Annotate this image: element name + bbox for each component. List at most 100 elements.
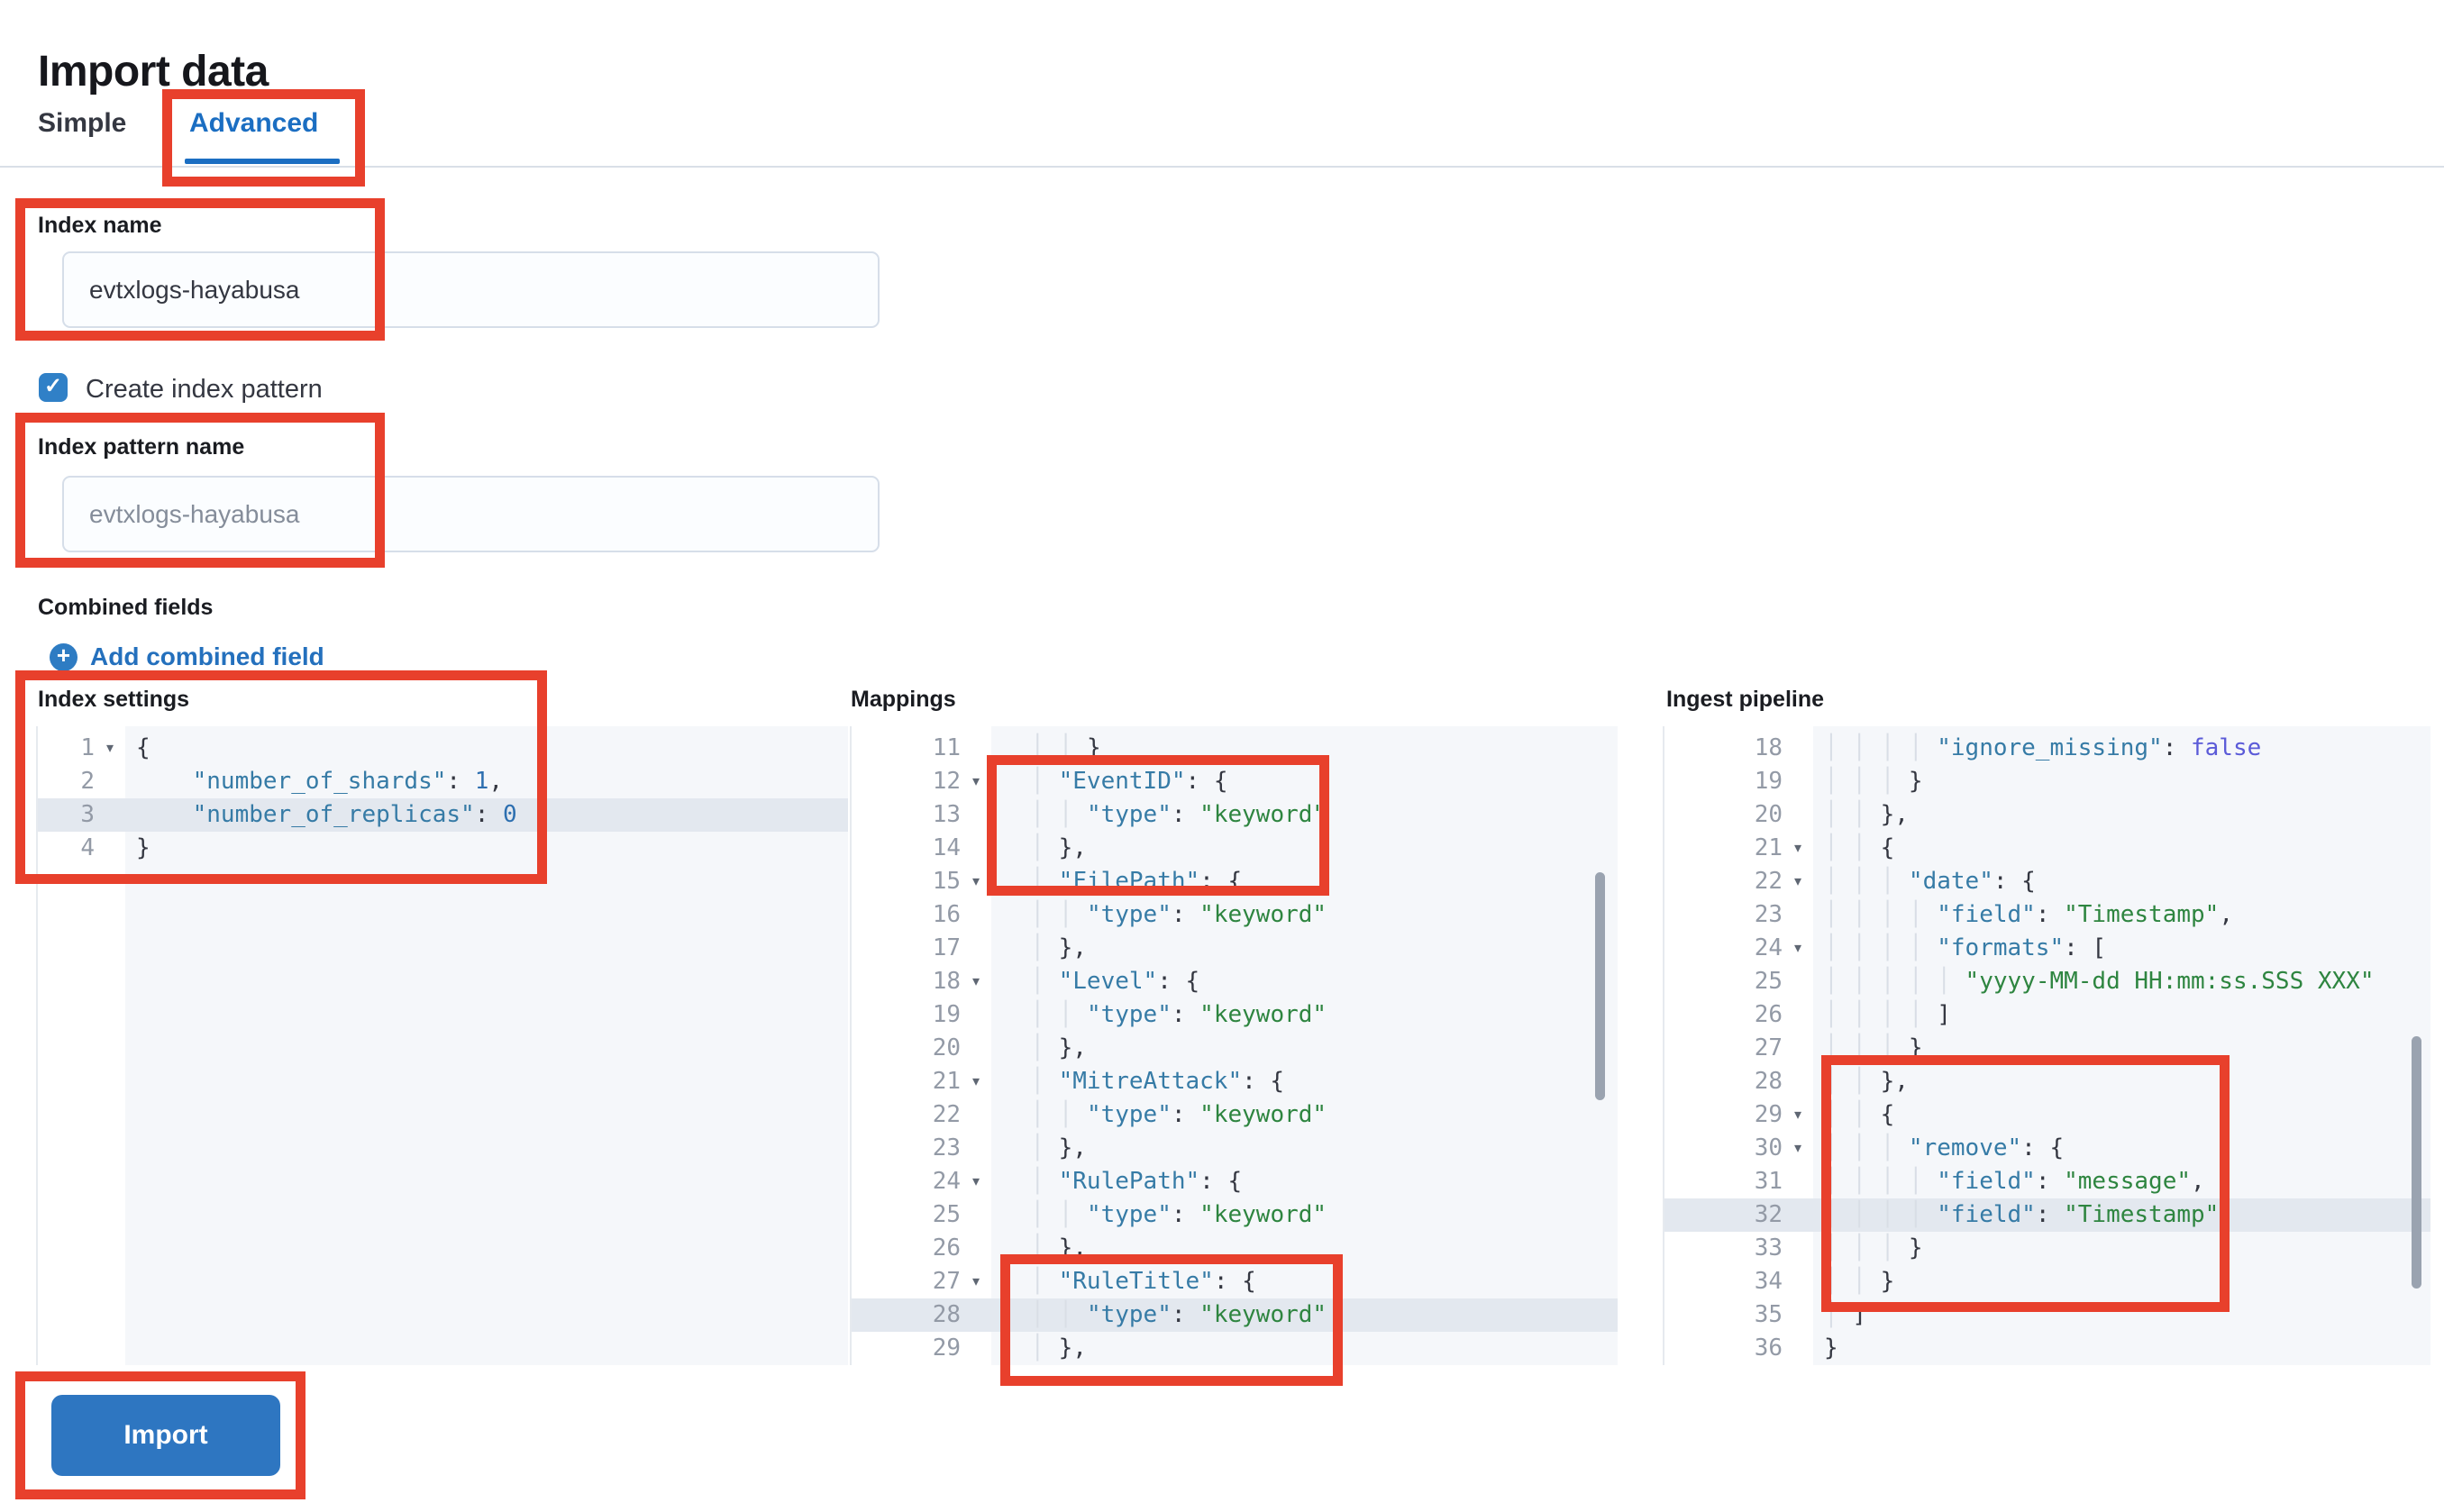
code-text: │ │ }, [1824,801,1909,828]
code-line[interactable]: 16 │ │ "type": "keyword" [852,898,1618,932]
line-number: 25 [932,1201,961,1228]
code-line[interactable]: 33│ │ │ } [1664,1232,2430,1265]
fold-arrow-icon[interactable]: ▾ [1793,1141,1802,1156]
code-line[interactable]: 30▾│ │ │ "remove": { [1664,1132,2430,1165]
code-line[interactable]: 4} [38,832,848,865]
code-line[interactable]: 14 │ }, [852,832,1618,865]
code-line[interactable]: 27│ │ │ } [1664,1032,2430,1065]
code-line[interactable]: 23│ │ │ │ "field": "Timestamp", [1664,898,2430,932]
mappings-label: Mappings [851,687,956,712]
fold-arrow-empty [1783,765,1813,798]
fold-arrow-icon[interactable]: ▾ [105,741,114,756]
code-line[interactable]: 36} [1664,1332,2430,1365]
code-line[interactable]: 2 "number_of_shards": 1, [38,765,848,798]
line-number: 11 [932,734,961,761]
mappings-editor[interactable]: 11 │ │ }12▾ │ "EventID": {13 │ │ "type":… [850,726,1618,1365]
line-number: 20 [932,1034,961,1061]
vertical-scrollbar[interactable] [2412,1036,2421,1289]
code-line[interactable]: 27▾ │ "RuleTitle": { [852,1265,1618,1298]
code-line[interactable]: 29▾│ │ { [1664,1098,2430,1132]
line-number: 30 [1754,1134,1783,1161]
code-line[interactable]: 25 │ │ "type": "keyword" [852,1198,1618,1232]
code-line[interactable]: 34│ │ } [1664,1265,2430,1298]
code-text: │ │ }, [1824,1068,1909,1095]
fold-arrow-icon[interactable]: ▾ [971,774,980,789]
code-line[interactable]: 29 │ }, [852,1332,1618,1365]
fold-arrow-icon[interactable]: ▾ [971,1174,980,1189]
code-text: │ "Level": { [1030,968,1200,995]
code-line[interactable]: 28│ │ }, [1664,1065,2430,1098]
code-text: } [136,834,150,861]
line-number: 29 [932,1334,961,1362]
create-index-pattern-checkbox[interactable]: ✓ [39,373,68,402]
code-line[interactable]: 19 │ │ "type": "keyword" [852,998,1618,1032]
tab-advanced[interactable]: Advanced [189,108,319,138]
import-button[interactable]: Import [51,1395,280,1476]
code-text: │ │ "type": "keyword" [1030,1101,1327,1128]
code-line[interactable]: 22 │ │ "type": "keyword" [852,1098,1618,1132]
index-pattern-name-input[interactable] [62,476,880,552]
code-line[interactable]: 24▾│ │ │ │ "formats": [ [1664,932,2430,965]
fold-arrow-icon[interactable]: ▾ [1793,874,1802,889]
index-name-label: Index name [38,213,162,238]
index-name-input[interactable] [62,251,880,328]
fold-arrow-icon[interactable]: ▾ [971,1274,980,1289]
tab-simple[interactable]: Simple [38,108,127,138]
code-line[interactable]: 15▾ │ "FilePath": { [852,865,1618,898]
fold-arrow-empty [961,1332,991,1365]
code-line[interactable]: 25│ │ │ │ │ "yyyy-MM-dd HH:mm:ss.SSS XXX… [1664,965,2430,998]
fold-arrow-icon[interactable]: ▾ [1793,1107,1802,1123]
code-text: │ │ │ } [1824,768,1923,795]
code-line[interactable]: 11 │ │ } [852,732,1618,765]
code-line[interactable]: 13 │ │ "type": "keyword" [852,798,1618,832]
line-number: 26 [1754,1001,1783,1028]
code-line[interactable]: 18▾ │ "Level": { [852,965,1618,998]
code-line[interactable]: 3 "number_of_replicas": 0 [38,798,848,832]
fold-arrow-empty [1783,1298,1813,1332]
code-line[interactable]: 17 │ }, [852,932,1618,965]
code-line[interactable]: 23 │ }, [852,1132,1618,1165]
line-number: 1 [80,734,95,761]
code-text: } [1824,1334,1838,1362]
fold-arrow-icon[interactable]: ▾ [971,1074,980,1089]
code-line[interactable]: 22▾│ │ │ "date": { [1664,865,2430,898]
code-text: │ │ "type": "keyword" [1030,1001,1327,1028]
code-line[interactable]: 31│ │ │ │ "field": "message", [1664,1165,2430,1198]
code-text: │ │ "type": "keyword" [1030,1201,1327,1228]
fold-arrow-icon[interactable]: ▾ [971,974,980,989]
plus-in-circle-icon: + [50,642,78,671]
code-line[interactable]: 24▾ │ "RulePath": { [852,1165,1618,1198]
code-line[interactable]: 21▾│ │ { [1664,832,2430,865]
line-number: 21 [932,1068,961,1095]
code-line[interactable]: 26│ │ │ │ ] [1664,998,2430,1032]
create-index-pattern-label: Create index pattern [86,375,323,404]
add-combined-field-link[interactable]: + Add combined field [50,642,324,671]
code-line[interactable]: 28 │ │ "type": "keyword" [852,1298,1618,1332]
fold-arrow-icon[interactable]: ▾ [1793,841,1802,856]
code-line[interactable]: 1▾{ [38,732,848,765]
fold-arrow-empty [961,1098,991,1132]
code-line[interactable]: 12▾ │ "EventID": { [852,765,1618,798]
code-line[interactable]: 18│ │ │ │ "ignore_missing": false [1664,732,2430,765]
code-text: │ │ "type": "keyword" [1030,901,1327,928]
fold-arrow-empty [1783,1032,1813,1065]
code-line[interactable]: 32│ │ │ │ "field": "Timestamp" [1664,1198,2430,1232]
code-line[interactable]: 26 │ }, [852,1232,1618,1265]
vertical-scrollbar[interactable] [1595,872,1605,1100]
code-line[interactable]: 35│ ] [1664,1298,2430,1332]
line-number: 15 [932,868,961,895]
code-line[interactable]: 21▾ │ "MitreAttack": { [852,1065,1618,1098]
fold-arrow-icon[interactable]: ▾ [1793,941,1802,956]
fold-arrow-empty [1783,998,1813,1032]
code-line[interactable]: 20│ │ }, [1664,798,2430,832]
index-settings-editor[interactable]: 1▾{2 "number_of_shards": 1,3 "number_of_… [36,726,848,1365]
code-line[interactable]: 19│ │ │ } [1664,765,2430,798]
line-number: 18 [1754,734,1783,761]
fold-arrow-icon[interactable]: ▾ [971,874,980,889]
code-line[interactable]: 20 │ }, [852,1032,1618,1065]
fold-arrow-empty [1783,798,1813,832]
fold-arrow-empty [961,898,991,932]
fold-arrow-empty [961,1132,991,1165]
fold-arrow-empty [1783,1265,1813,1298]
